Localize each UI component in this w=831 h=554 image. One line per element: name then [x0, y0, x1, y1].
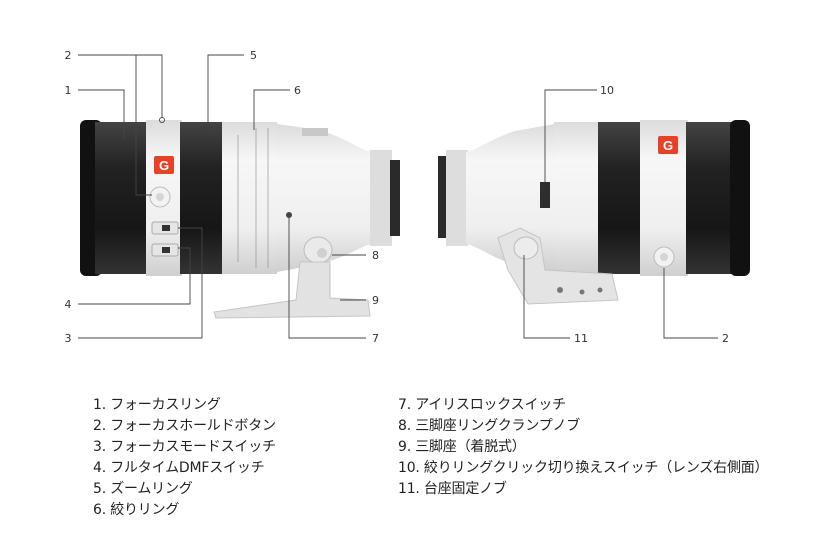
legend-item: 3. フォーカスモードスイッチ [93, 439, 276, 455]
focus-ring [95, 122, 147, 274]
mount-contacts [390, 160, 400, 236]
callout-7: 7 [372, 332, 379, 345]
legend-item: 11. 台座固定ノブ [398, 481, 507, 497]
lens-mount [370, 150, 392, 246]
callout-11: 11 [574, 332, 588, 345]
g-badge-letter: G [159, 158, 169, 173]
iris-lock-switch [286, 212, 292, 218]
leader-lines [78, 54, 718, 339]
callout-2-right: 2 [722, 332, 729, 345]
zoom-ring [180, 122, 222, 274]
callout-2: 2 [65, 49, 72, 62]
legend-item: 4. フルタイムDMFスイッチ [93, 460, 265, 476]
lens-barrel-rear [277, 124, 372, 272]
callout-8: 8 [372, 249, 379, 262]
callout-9: 9 [372, 294, 379, 307]
g-badge-right [658, 136, 678, 154]
callout-5: 5 [250, 49, 257, 62]
g-badge-right-letter: G [663, 138, 673, 153]
lens-mount-right [446, 150, 468, 246]
legend-right-column: 7. アイリスロックスイッチ 8. 三脚座リングクランプノブ 9. 三脚座（着脱… [398, 395, 769, 500]
zoom-ring-right [598, 122, 640, 274]
callout-numbers: 2 5 1 6 10 8 9 4 3 7 11 2 [65, 49, 730, 345]
legend-item: 6. 絞りリング [93, 502, 180, 518]
legend-item: 2. フォーカスホールドボタン [93, 418, 276, 434]
top-tripod-mark [302, 128, 328, 136]
callout-4: 4 [65, 298, 72, 311]
legend-item: 7. アイリスロックスイッチ [398, 397, 566, 413]
aperture-click-switch [540, 182, 550, 208]
focus-ring-right [686, 122, 736, 274]
legend-item: 1. フォーカスリング [93, 397, 221, 413]
aperture-ring [222, 122, 277, 274]
callout-6: 6 [294, 84, 301, 97]
legend-left-column: 1. フォーカスリング 2. フォーカスホールドボタン 3. フォーカスモードス… [93, 395, 276, 521]
callout-3: 3 [65, 332, 72, 345]
g-badge [154, 156, 174, 174]
callout-1: 1 [65, 84, 72, 97]
mount-contacts-right [438, 156, 448, 238]
legend-item: 9. 三脚座（着脱式） [398, 439, 526, 455]
legend-item: 8. 三脚座リングクランプノブ [398, 418, 581, 434]
tripod-foot [213, 261, 371, 319]
lens-left-view: G [80, 120, 400, 319]
lens-right-view: G [438, 120, 750, 305]
front-filter-ring-right [730, 120, 750, 276]
callout-10: 10 [600, 84, 614, 97]
base-lock-knob [513, 236, 539, 260]
legend-item: 5. ズームリング [93, 481, 193, 497]
aperture-ring-right [554, 122, 600, 274]
legend-item: 10. 絞りリングクリック切り換えスイッチ（レンズ右側面） [398, 460, 769, 476]
lens-diagram: G G [65, 49, 750, 345]
